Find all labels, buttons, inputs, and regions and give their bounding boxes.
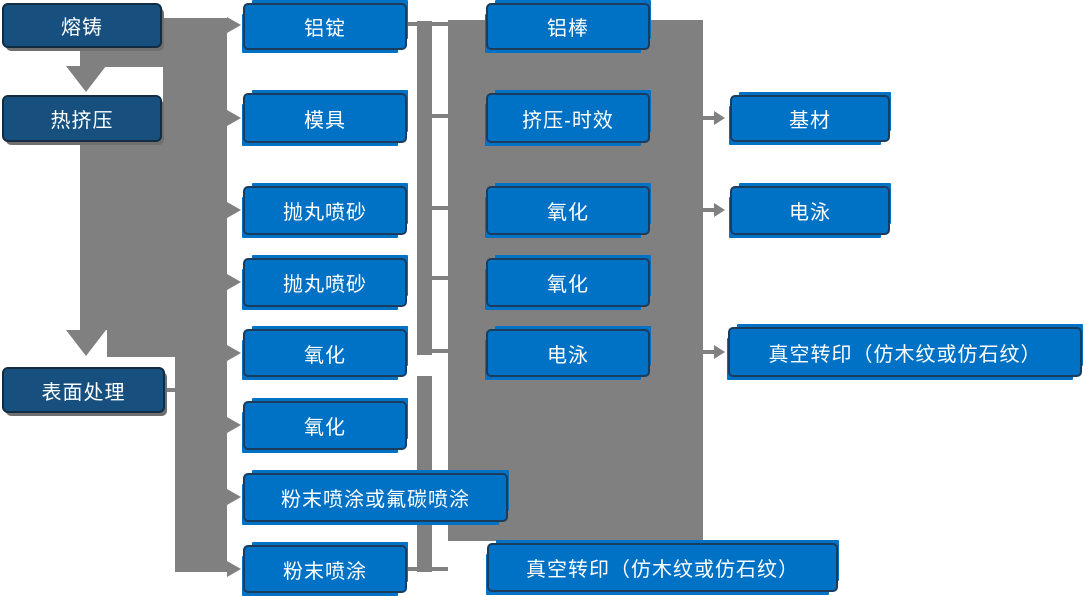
node-oxidation-3: 氧化 [486, 186, 650, 235]
arrow-to-mold-icon [227, 110, 241, 126]
node-extrusion-aging-label: 挤压-时效 [522, 109, 614, 132]
node-vacuum-transfer-1-label: 真空转印（仿木纹或仿石纹） [526, 559, 799, 581]
mid-tooth-oxidation-3 [432, 206, 448, 210]
flow-band-main [80, 142, 227, 330]
arrow-to-oxidation-2-icon [227, 417, 241, 433]
node-aluminum-rod-label: 铝棒 [547, 18, 589, 40]
arrow-to-substrate-icon [714, 111, 725, 125]
node-shot-blasting-2: 抛丸喷砂 [243, 258, 407, 307]
node-extrusion-aging: 挤压-时效 [486, 93, 650, 143]
down-arrow-1-icon [66, 66, 106, 92]
node-surface-treatment: 表面处理 [2, 367, 165, 413]
node-aluminum-rod: 铝棒 [486, 3, 650, 50]
arrow-to-substrate-shaft [703, 116, 715, 120]
mid-tooth-oxidation-4 [432, 276, 448, 280]
node-surface-treatment-label: 表面处理 [41, 381, 126, 404]
node-shot-blasting-1: 抛丸喷砂 [243, 186, 407, 235]
arrow-to-powder-or-fluorocarbon-icon [227, 489, 241, 505]
arrow-to-electrophoresis-2-icon [714, 203, 725, 217]
arrow-to-vacuum-transfer-2-icon [714, 345, 725, 359]
node-melt-casting-label: 熔铸 [61, 17, 103, 39]
flow-band-right-upper [163, 67, 227, 142]
down-arrow-1-shaft [80, 48, 100, 70]
node-oxidation-1-label: 氧化 [304, 344, 346, 367]
node-powder-coating: 粉末喷涂 [243, 545, 407, 593]
node-substrate-label: 基材 [789, 110, 831, 132]
node-melt-casting: 熔铸 [2, 3, 162, 48]
node-hot-extrusion-label: 热挤压 [50, 110, 114, 132]
mid-tooth-electrophoresis [432, 349, 448, 353]
mid-tooth-extrusion-aging [432, 114, 448, 118]
mid-tooth-vacuum-transfer [407, 567, 448, 571]
node-aluminum-ingot: 铝锭 [243, 3, 407, 50]
node-oxidation-2: 氧化 [243, 401, 407, 450]
arrow-to-shot-blasting-2-icon [227, 274, 241, 290]
mid-rail-upper [417, 21, 432, 355]
flow-band-taper [107, 330, 227, 357]
node-oxidation-4-label: 氧化 [547, 274, 589, 296]
node-hot-extrusion: 热挤压 [2, 95, 162, 142]
arrow-to-shot-blasting-1-icon [227, 202, 241, 218]
node-aluminum-ingot-label: 铝锭 [304, 18, 346, 40]
node-vacuum-transfer-1: 真空转印（仿木纹或仿石纹） [487, 543, 838, 592]
node-electrophoresis-2-label: 电泳 [789, 202, 831, 224]
node-oxidation-3-label: 氧化 [547, 202, 589, 224]
node-powder-or-fluorocarbon-label: 粉末喷涂或氟碳喷涂 [281, 489, 470, 511]
arrow-to-powder-coating-icon [227, 561, 241, 577]
node-mold-label: 模具 [304, 109, 346, 132]
mid-tooth-ingot-to-rod [407, 22, 448, 26]
node-electrophoresis-1-label: 电泳 [547, 344, 589, 367]
node-oxidation-2-label: 氧化 [304, 417, 346, 439]
node-oxidation-4: 氧化 [486, 258, 650, 307]
node-shot-blasting-1-label: 抛丸喷砂 [283, 202, 367, 224]
node-electrophoresis-2: 电泳 [730, 186, 890, 235]
flow-band-lower-rail [175, 357, 227, 572]
node-electrophoresis-1: 电泳 [486, 329, 650, 377]
node-powder-coating-label: 粉末喷涂 [283, 560, 367, 583]
node-vacuum-transfer-2: 真空转印（仿木纹或仿石纹） [728, 327, 1082, 377]
arrow-to-vacuum-transfer-2-shaft [703, 350, 715, 354]
node-vacuum-transfer-2-label: 真空转印（仿木纹或仿石纹） [768, 343, 1042, 366]
arrow-to-electrophoresis-2-shaft [703, 208, 715, 212]
arrow-to-oxidation-1-icon [227, 345, 241, 361]
down-arrow-2-icon [66, 330, 106, 356]
node-substrate: 基材 [730, 95, 890, 142]
node-powder-or-fluorocarbon: 粉末喷涂或氟碳喷涂 [243, 473, 508, 522]
arrow-to-aluminum-ingot-icon [227, 17, 241, 33]
node-oxidation-1: 氧化 [243, 329, 407, 377]
node-mold: 模具 [243, 93, 407, 143]
node-shot-blasting-2-label: 抛丸喷砂 [283, 274, 367, 296]
surface-treatment-connector [163, 388, 177, 392]
